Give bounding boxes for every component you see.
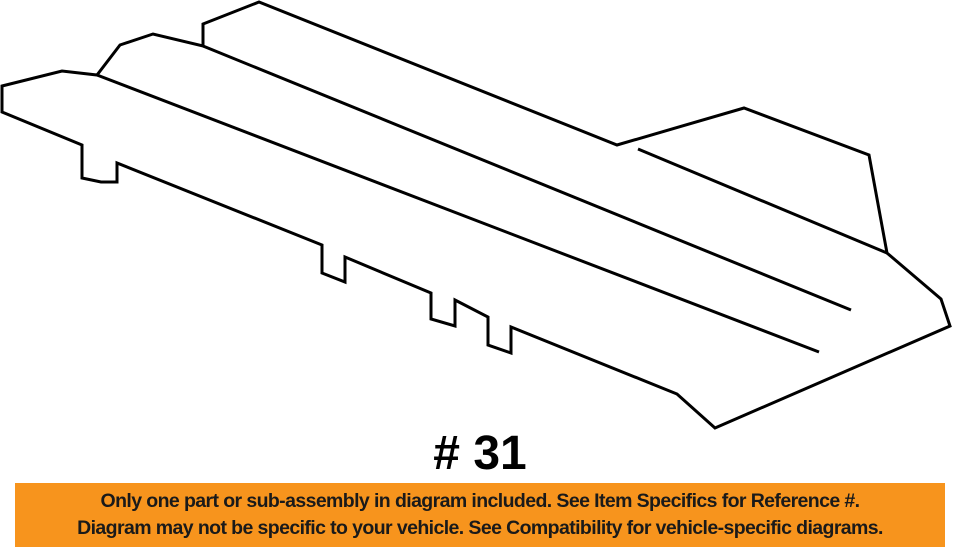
- ridge-line-upper: [637, 147, 888, 255]
- disclaimer-banner: Only one part or sub-assembly in diagram…: [15, 483, 945, 547]
- reference-number: # 31: [433, 427, 527, 480]
- part-outer-outline: [0, 0, 952, 430]
- disclaimer-line-1: Only one part or sub-assembly in diagram…: [100, 490, 861, 512]
- ridge-line-middle: [202, 44, 852, 312]
- disclaimer-line-2: Diagram may not be specific to your vehi…: [77, 517, 883, 539]
- ridge-line-lower: [96, 73, 820, 354]
